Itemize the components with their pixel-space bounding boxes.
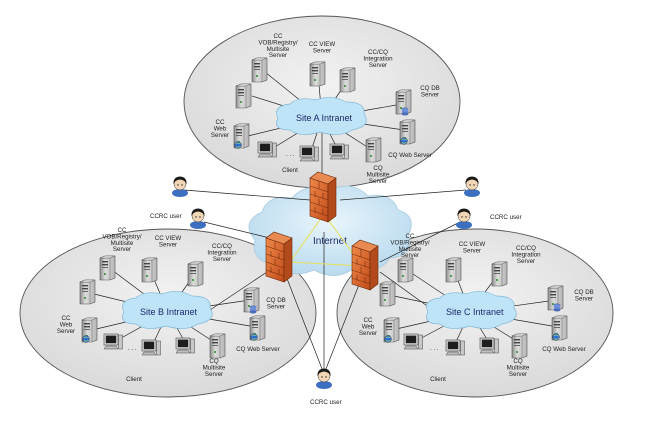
client-dots: . . .	[128, 345, 137, 352]
user-icon	[315, 368, 333, 390]
server-icon	[445, 257, 462, 283]
client-pc-icon	[329, 143, 349, 160]
db-server-icon	[548, 286, 563, 311]
firewall-icon	[265, 231, 293, 283]
client-pc-icon	[299, 145, 319, 162]
server-icon	[397, 257, 414, 283]
server-icon	[379, 281, 396, 307]
web-server-icon	[400, 120, 415, 144]
client-pc-icon	[445, 339, 465, 356]
server-icon	[235, 83, 252, 109]
web-server-icon	[552, 316, 567, 340]
server-icon	[79, 279, 96, 305]
user-icon	[455, 208, 473, 230]
site-b-intranet-cloud: Site B Intranet	[122, 291, 213, 329]
user-icon	[171, 176, 189, 198]
site-c-intranet-cloud: Site C Intranet	[426, 291, 517, 329]
client-pc-icon	[141, 339, 161, 356]
client-pc-icon	[103, 333, 123, 350]
ccrc-user-label: CCRC user	[150, 213, 182, 220]
server-icon	[339, 67, 356, 93]
server-icon	[309, 61, 326, 87]
server-icon	[209, 333, 226, 359]
site-a-intranet-cloud: Site A Intranet	[276, 97, 367, 135]
site-c-devices: . . .	[379, 257, 567, 359]
cq-web-label: CQ Web Server	[236, 346, 280, 353]
server-icon	[491, 261, 508, 287]
client-dots: . . .	[430, 345, 439, 352]
client-label: Client	[126, 376, 142, 383]
ccrc-user-label-bottom: CCRC user	[310, 399, 342, 406]
server-icon	[141, 257, 158, 283]
user-icon	[189, 208, 207, 230]
db-server-icon	[244, 288, 259, 313]
client-label: Client	[282, 167, 298, 174]
server-icon	[511, 333, 528, 359]
server-icon	[365, 137, 382, 163]
site-a-devices: . . .	[234, 57, 415, 163]
client-pc-icon	[479, 337, 499, 354]
client-label: Client	[430, 376, 446, 383]
site-b-devices: . . .	[79, 255, 265, 359]
web-server-icon	[234, 124, 249, 148]
ccrc-user-label: CCRC user	[490, 214, 522, 221]
client-pc-icon	[175, 337, 195, 354]
client-pc-icon	[257, 141, 277, 158]
site-a-intranet-label: Site A Intranet	[296, 113, 353, 123]
web-server-icon	[384, 318, 399, 342]
web-server-icon	[250, 316, 265, 340]
server-icon	[99, 255, 116, 281]
server-icon	[187, 261, 204, 287]
web-server-icon	[82, 318, 97, 342]
db-server-icon	[396, 90, 411, 115]
firewall-icon	[351, 239, 379, 291]
client-pc-icon	[403, 333, 423, 350]
cq-web-label: CQ Web Server	[542, 346, 586, 353]
internet-label: Internet	[313, 236, 347, 247]
site-c-intranet-label: Site C Intranet	[446, 307, 504, 317]
firewall-icon	[309, 171, 337, 223]
user-icon	[463, 176, 481, 198]
site-b-intranet-label: Site B Intranet	[140, 307, 198, 317]
client-dots: . . .	[286, 151, 295, 158]
cq-web-label: CQ Web Server	[388, 152, 432, 159]
server-icon	[251, 57, 268, 83]
